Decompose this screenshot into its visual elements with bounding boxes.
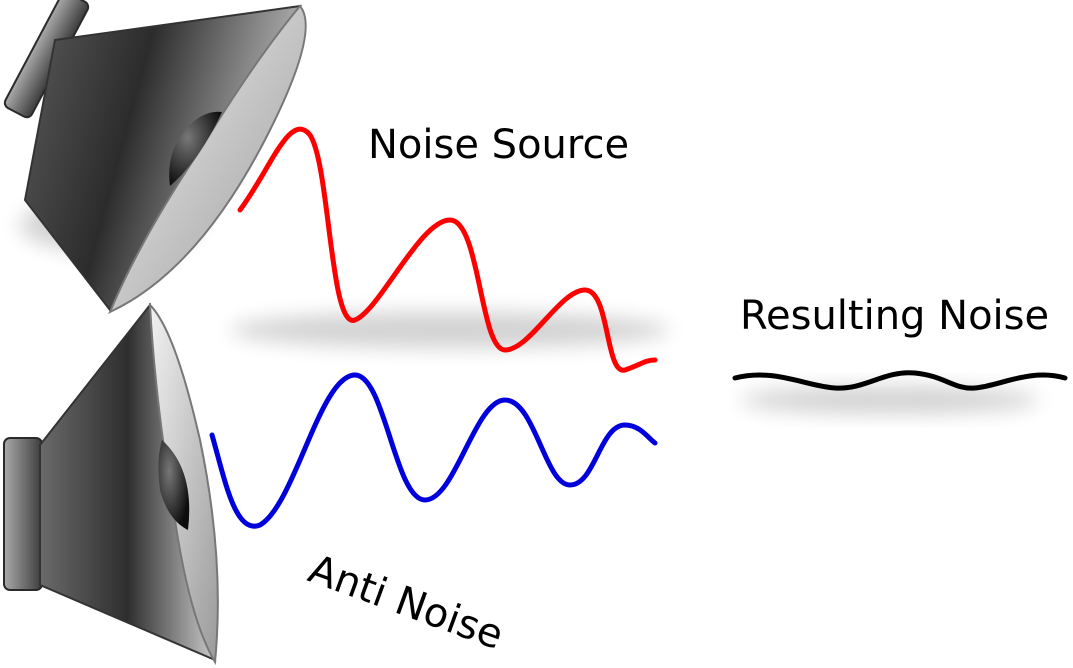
top-speaker-icon <box>3 0 307 314</box>
noise-source-label: Noise Source <box>368 122 629 168</box>
noise-source-wave <box>237 126 658 373</box>
anti-noise-wave <box>209 372 658 529</box>
bottom-speaker-icon <box>3 302 219 666</box>
resulting-noise-label: Resulting Noise <box>740 293 1049 339</box>
resulting-noise-wave <box>732 370 1068 391</box>
anti-noise-label: Anti Noise <box>303 546 510 659</box>
